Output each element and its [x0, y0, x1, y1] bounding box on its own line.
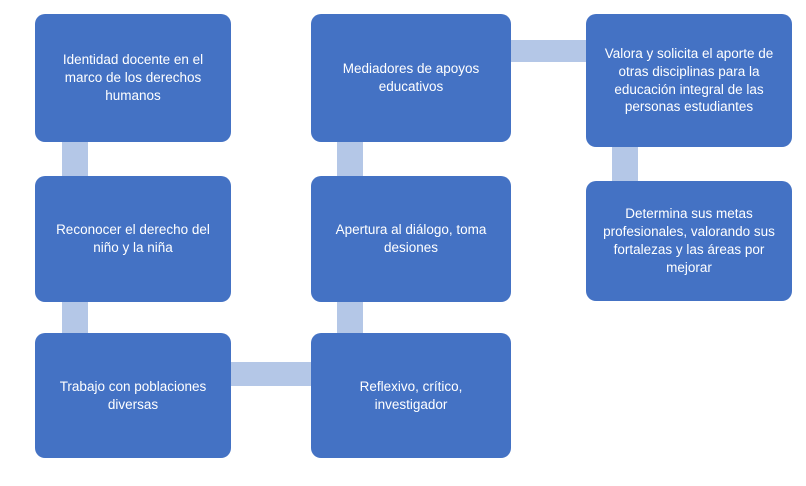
node-reflexivo-critico: Reflexivo, crítico, investigador: [311, 333, 511, 458]
connector-mediadores-to-valora: [511, 40, 586, 62]
node-mediadores-apoyos: Mediadores de apoyos educativos: [311, 14, 511, 142]
connector-identidad-to-reconocer: [62, 142, 88, 176]
connector-mediadores-to-apertura: [337, 142, 363, 176]
connector-reconocer-to-trabajo: [62, 302, 88, 333]
connector-trabajo-to-reflexivo: [231, 362, 311, 386]
node-label: Mediadores de apoyos educativos: [342, 61, 480, 94]
node-label: Identidad docente en el marco de los der…: [62, 52, 204, 103]
node-label: Valora y solicita el aporte de otras dis…: [604, 45, 774, 115]
node-reconocer-derecho: Reconocer el derecho del niño y la niña: [35, 176, 231, 302]
node-label: Trabajo con poblaciones diversas: [59, 378, 207, 412]
connector-valora-to-determina: [612, 147, 638, 181]
node-label: Apertura al diálogo, toma desiones: [335, 222, 487, 255]
node-apertura-dialogo: Apertura al diálogo, toma desiones: [311, 176, 511, 302]
node-label: Reconocer el derecho del niño y la niña: [56, 222, 210, 255]
node-trabajo-poblaciones: Trabajo con poblaciones diversas: [35, 333, 231, 458]
node-label: Reflexivo, crítico, investigador: [359, 378, 463, 412]
node-valora-aporte: Valora y solicita el aporte de otras dis…: [586, 14, 792, 147]
node-identidad-docente: Identidad docente en el marco de los der…: [35, 14, 231, 142]
node-determina-metas: Determina sus metas profesionales, valor…: [586, 181, 792, 301]
node-label: Determina sus metas profesionales, valor…: [603, 206, 775, 275]
connector-apertura-to-reflexivo: [337, 302, 363, 333]
